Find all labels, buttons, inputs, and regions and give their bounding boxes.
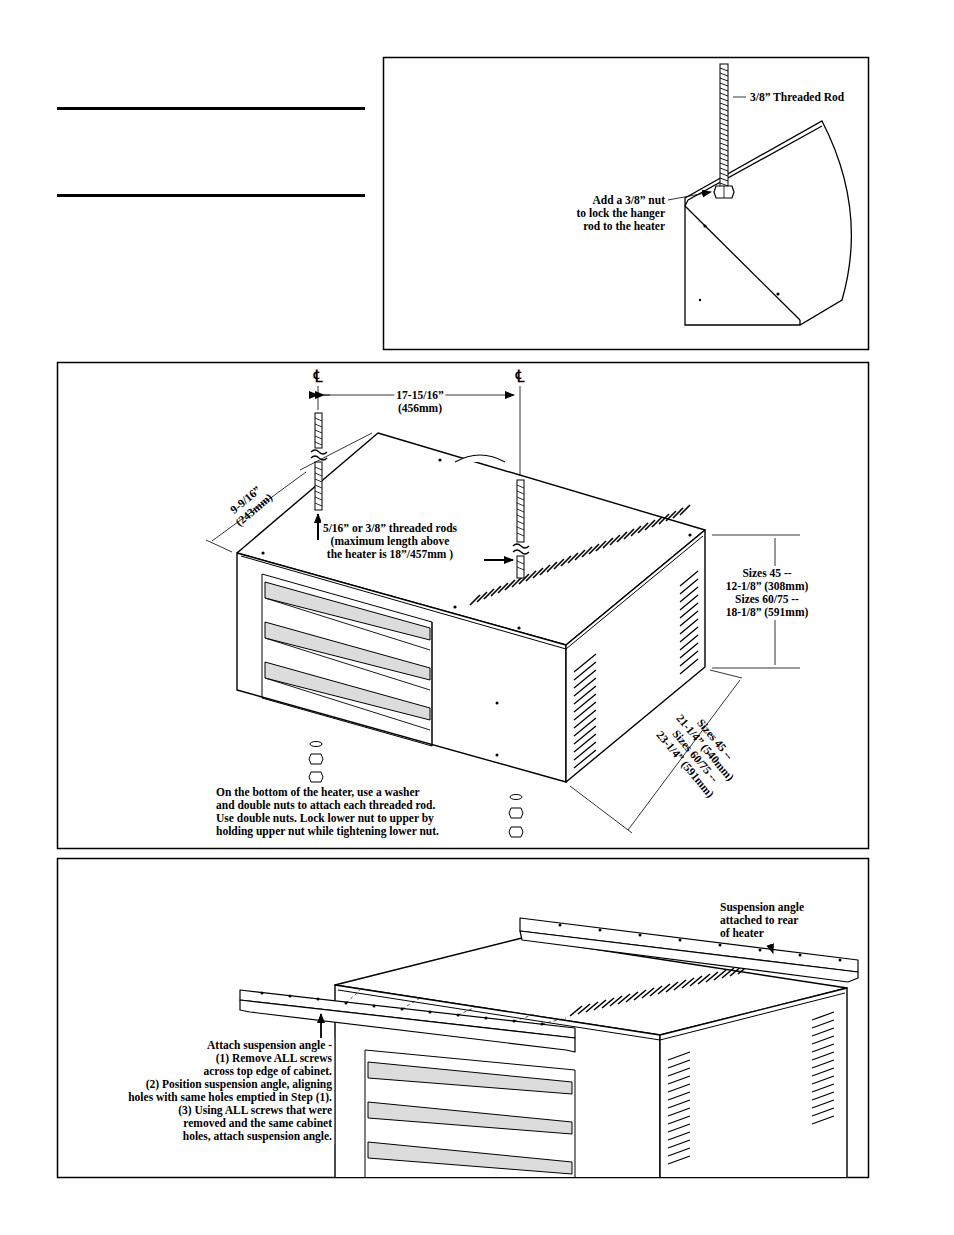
callout-text: Attach suspension angle - (1) Remove ALL… (126, 1038, 334, 1144)
callout-text: Suspension angle attached to rear of hea… (718, 900, 806, 941)
callout-text: 17-15/16” (456mm) (394, 388, 445, 416)
callout-text: ℄ (513, 367, 527, 387)
callout-text: Add a 3/8” nut to lock the hanger rod to… (575, 193, 667, 234)
callout-text: 9-9/16” (243mm) (223, 479, 278, 531)
callout-text: 3/8” Threaded Rod (748, 90, 846, 105)
callout-text: 5/16” or 3/8” threaded rods (maximum len… (321, 521, 459, 562)
callout-text: Sizes 45 -- 21-1/4” (540mm) Sizes 60/75 … (651, 701, 748, 802)
callout-text: Sizes 45 -- 12-1/8” (308mm) Sizes 60/75 … (724, 566, 811, 620)
callout-text: ℄ (311, 367, 325, 387)
callout-text: On the bottom of the heater, use a washe… (214, 785, 441, 839)
